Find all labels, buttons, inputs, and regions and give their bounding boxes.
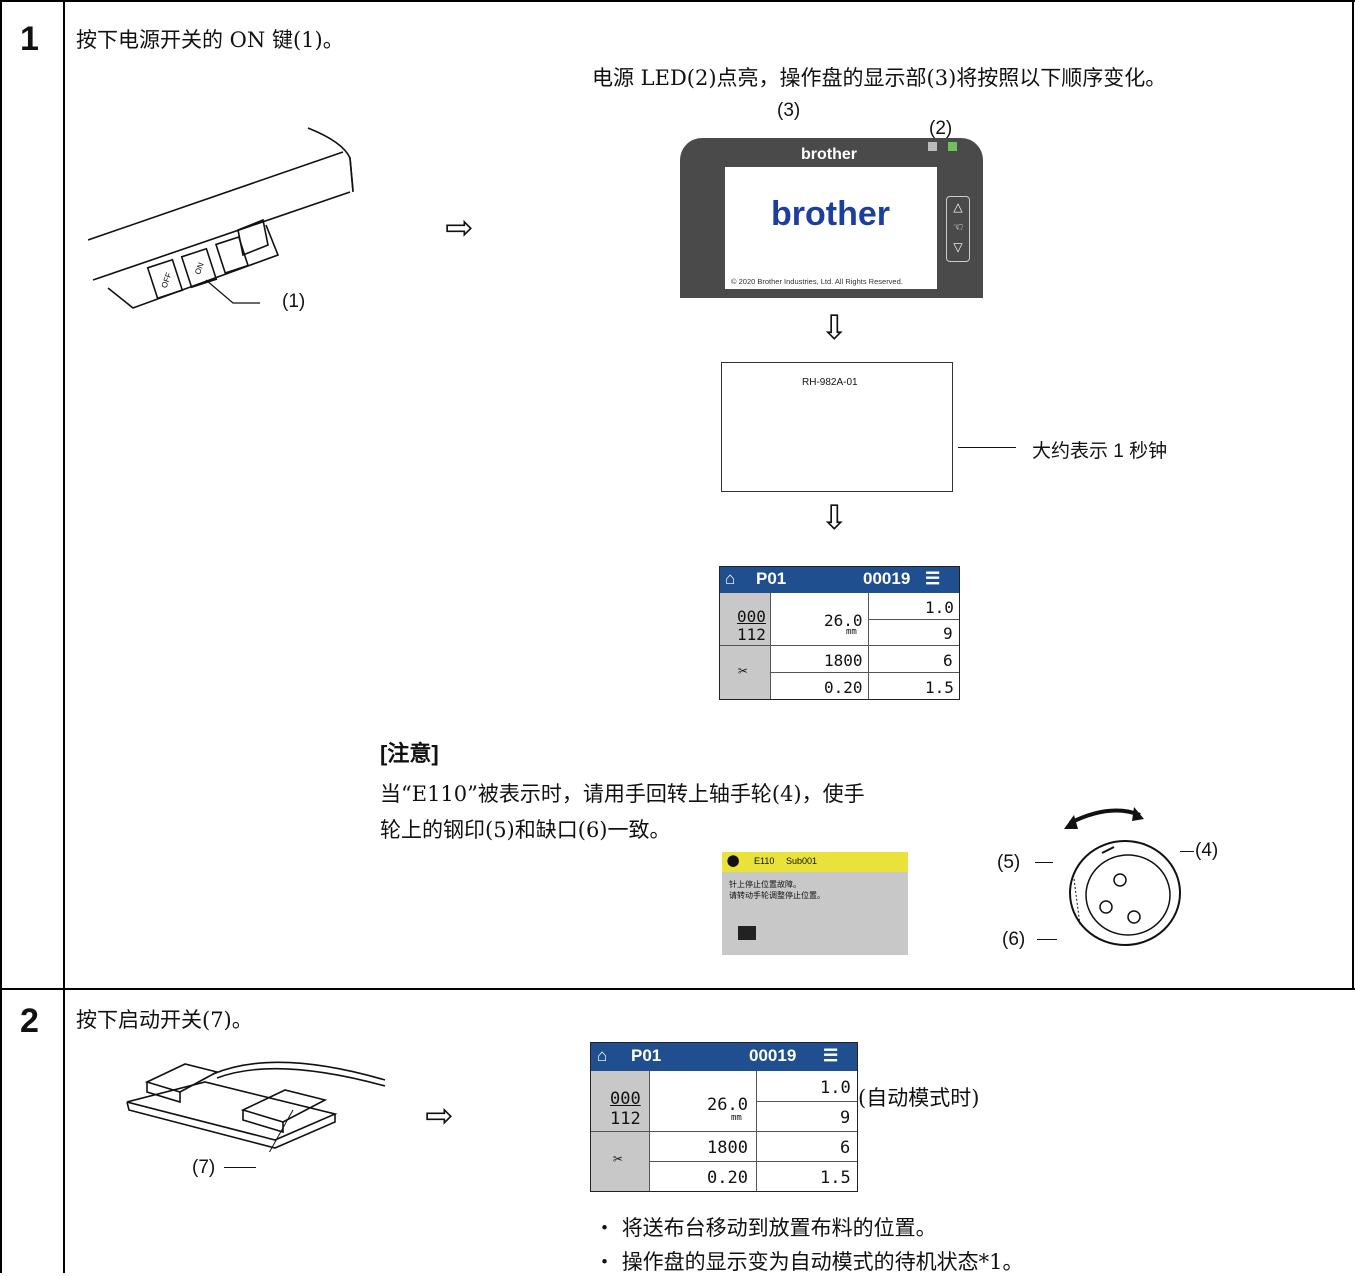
label-4: (4) — [1195, 840, 1219, 861]
home-icon[interactable]: ⌂ — [725, 569, 736, 588]
bullet-2: ・ 操作盘的显示变为自动模式的待机状态*1。 — [594, 1250, 1024, 1274]
count-bottom: 112 — [737, 625, 766, 644]
thread-icon[interactable]: ✂ — [738, 661, 748, 680]
speed-value: 1800 — [707, 1138, 748, 1158]
alert-icon: ⬤ — [727, 855, 740, 867]
r4: 1.5 — [820, 1168, 851, 1188]
error-screen: ⬤ E110 Sub001 针上停止位置故障。 请转动手轮调整停止位置。 — [722, 852, 908, 955]
label-6: (6) — [1002, 929, 1026, 950]
model-screen: RH-982A-01 — [721, 362, 953, 492]
count-bottom: 112 — [610, 1109, 641, 1129]
down-key-icon[interactable]: ▽ — [953, 240, 963, 254]
speed-value: 1800 — [824, 651, 863, 670]
error-code: E110 — [754, 856, 775, 866]
label-2: (2) — [929, 118, 953, 139]
r4: 1.5 — [925, 678, 954, 697]
note-line1: 当“E110”被表示时，请用手回转上轴手轮(4)，使手 — [380, 782, 865, 806]
led-indicator-green — [948, 142, 957, 151]
operation-panel-auto: ⌂ P01 00019 ☰ 000 112 ✂ 26.0 mm 1800 0.2… — [590, 1042, 858, 1192]
counter-value: 00019 — [749, 1046, 797, 1065]
note-line2: 轮上的钢印(5)和缺口(6)一致。 — [380, 818, 671, 842]
bullet-1-text: 将送布台移动到放置布料的位置。 — [621, 1216, 937, 1240]
step-number-1: 1 — [20, 20, 39, 58]
bullet-2-text: 操作盘的显示变为自动模式的待机状态*1。 — [621, 1250, 1024, 1274]
label-1: (1) — [282, 291, 306, 312]
counter-value: 00019 — [863, 569, 911, 588]
model-name: RH-982A-01 — [802, 377, 858, 388]
thread-icon[interactable]: ✂ — [613, 1149, 623, 1168]
r1: 1.0 — [925, 598, 954, 617]
program-number: P01 — [631, 1046, 662, 1065]
settings-icon[interactable]: ☰ — [925, 569, 941, 588]
error-sub: Sub001 — [786, 856, 818, 866]
settings-icon[interactable]: ☰ — [823, 1046, 839, 1065]
panel-header: ⌂ P01 00019 ☰ — [591, 1043, 857, 1071]
r2: 9 — [943, 624, 953, 643]
switch-off-text: OFF — [160, 271, 174, 289]
val-a: 0.20 — [824, 678, 863, 697]
count-top: 000 — [737, 607, 766, 626]
program-number: P01 — [756, 569, 787, 588]
step1-led-text: 电源 LED(2)点亮，操作盘的显示部(3)将按照以下顺序变化。 — [592, 66, 1167, 90]
down-arrow-icon: ⇩ — [820, 308, 849, 348]
step1-instruction: 按下电源开关的 ON 键(1)。 — [76, 28, 344, 52]
panel-header: ⌂ P01 00019 ☰ — [720, 567, 959, 593]
right-arrow-icon: ⇨ — [445, 208, 474, 248]
handwheel-illustration — [1064, 807, 1181, 946]
panel-keys: △ ☜ ▽ — [946, 196, 970, 262]
down-arrow-icon: ⇩ — [820, 498, 849, 538]
error-msg1: 针上停止位置故障。 — [729, 880, 801, 889]
machine-icon — [738, 926, 756, 940]
splash-screen: brother © 2020 Brother Industries, Ltd. … — [725, 167, 937, 289]
count-top: 000 — [610, 1089, 641, 1109]
length-value: 26.0 — [707, 1095, 748, 1115]
step-number-2: 2 — [20, 1002, 39, 1040]
auto-mode-note: (自动模式时) — [858, 1086, 980, 1110]
duration-note: 大约表示 1 秒钟 — [1032, 441, 1168, 462]
error-header: ⬤ E110 Sub001 — [722, 852, 908, 872]
switch-on-text: ON — [193, 261, 206, 276]
touch-icon: ☜ — [952, 220, 964, 234]
right-arrow-icon: ⇨ — [425, 1096, 454, 1136]
r3: 6 — [840, 1138, 851, 1158]
label-7: (7) — [192, 1157, 216, 1178]
brand-logo: brother — [771, 195, 890, 233]
length-value: 26.0 — [824, 611, 863, 630]
r3: 6 — [943, 651, 953, 670]
operation-panel: ⌂ P01 00019 ☰ 000 112 ✂ 26.0 mm 1800 0.2… — [719, 566, 960, 700]
led-indicator-gray — [928, 142, 937, 151]
r2: 9 — [840, 1108, 851, 1128]
error-msg2: 请转动手轮调整停止位置。 — [729, 891, 825, 900]
step2-instruction: 按下启动开关(7)。 — [76, 1008, 253, 1032]
start-pedal-illustration — [126, 1061, 386, 1152]
val-a: 0.20 — [707, 1168, 748, 1188]
bullet-1: ・ 将送布台移动到放置布料的位置。 — [594, 1216, 937, 1240]
up-key-icon[interactable]: △ — [953, 200, 963, 214]
note-title: [注意] — [380, 741, 439, 766]
length-unit: mm — [846, 627, 857, 637]
home-icon[interactable]: ⌂ — [597, 1046, 608, 1065]
label-5: (5) — [997, 852, 1021, 873]
splash-copyright: © 2020 Brother Industries, Ltd. All Righ… — [731, 277, 903, 286]
leader-line — [958, 447, 1016, 448]
length-unit: mm — [731, 1113, 742, 1123]
brand-small: brother — [801, 146, 857, 163]
splash-panel: brother brother © 2020 Brother Industrie… — [680, 138, 983, 298]
label-3: (3) — [777, 100, 801, 121]
power-switch-illustration: OFF ON — [88, 127, 354, 309]
r1: 1.0 — [820, 1078, 851, 1098]
